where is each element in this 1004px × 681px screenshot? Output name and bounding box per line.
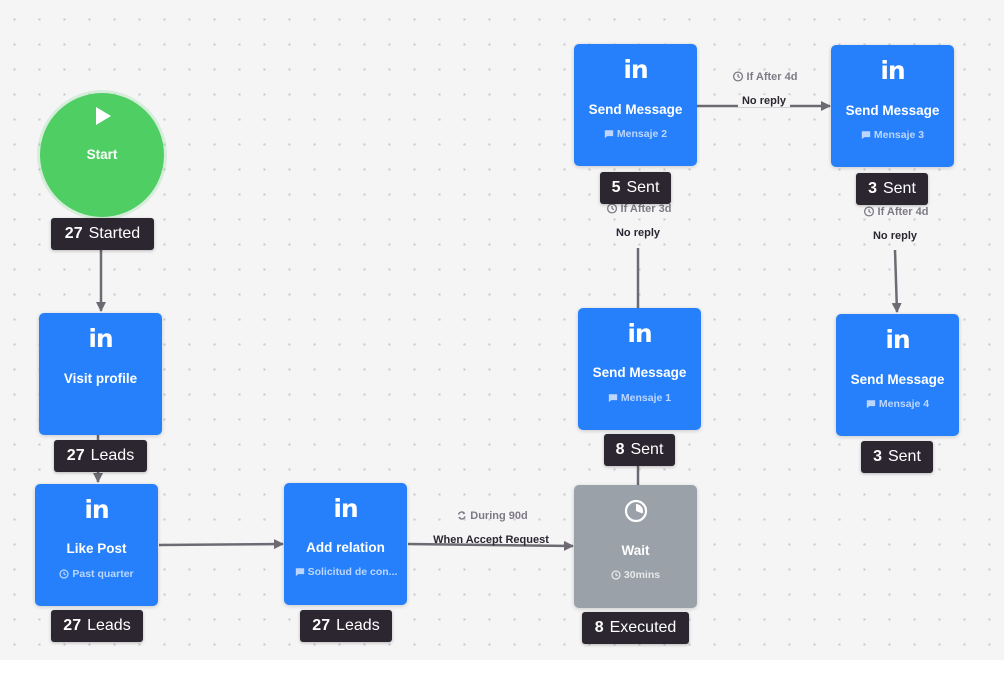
linkedin-icon: in	[885, 325, 910, 354]
node-subtitle: Mensaje 2	[580, 127, 691, 141]
node-title: Send Message	[588, 102, 683, 117]
message-icon	[608, 394, 618, 403]
linkedin-icon: in	[623, 55, 648, 84]
clock-icon	[59, 569, 69, 579]
node-title: Send Message	[845, 103, 940, 118]
edge-msg3-to-msg4-label: No reply	[872, 230, 918, 242]
node-send-message-2[interactable]: in Send Message Mensaje 2	[574, 44, 697, 166]
linkedin-icon: in	[88, 324, 113, 353]
linkedin-icon: in	[333, 494, 358, 523]
edge-msg3-to-msg4-condition: If After 4d	[863, 206, 928, 218]
workflow-canvas[interactable]: During 90d When Accept Request If After …	[0, 0, 1004, 660]
message-icon	[861, 131, 871, 140]
node-subtitle: Mensaje 4	[842, 397, 953, 411]
clock-icon	[863, 206, 875, 217]
node-send-message-3[interactable]: in Send Message Mensaje 3	[831, 45, 954, 167]
node-subtitle: Mensaje 3	[837, 128, 948, 142]
node-add-relation[interactable]: in Add relation Solicitud de con...	[284, 483, 407, 605]
clock-icon	[606, 203, 618, 214]
node-subtitle: Solicitud de con...	[289, 565, 403, 579]
node-visit-profile[interactable]: in Visit profile	[39, 313, 162, 435]
linkedin-icon: in	[84, 495, 109, 524]
timer-icon	[624, 499, 648, 523]
edge-msg2-to-msg3-label: No reply	[737, 95, 791, 107]
message-icon	[604, 130, 614, 139]
node-title: Send Message	[592, 365, 687, 380]
node-title: Add relation	[306, 540, 385, 555]
clock-icon	[732, 71, 744, 82]
node-send-message-1[interactable]: in Send Message Mensaje 1	[578, 308, 701, 430]
node-title: Like Post	[66, 541, 127, 556]
node-wait[interactable]: Wait 30mins	[574, 485, 697, 608]
start-node-label: Start	[86, 147, 118, 162]
node-subtitle: Past quarter	[41, 567, 152, 581]
linkedin-icon: in	[627, 319, 652, 348]
edge-msg1-to-msg2-condition: If After 3d	[606, 203, 671, 215]
node-subtitle: Mensaje 1	[584, 391, 695, 405]
node-title: Visit profile	[63, 371, 138, 386]
start-node[interactable]: Start	[40, 93, 164, 217]
message-icon	[866, 400, 876, 409]
repeat-icon	[457, 511, 466, 520]
edge-msg2-to-msg3-condition: If After 4d	[732, 71, 797, 83]
edge-msg1-to-msg2-label: No reply	[615, 227, 661, 239]
node-title: Wait	[621, 543, 650, 558]
edge-msg3-to-msg4	[891, 249, 902, 313]
node-send-message-4[interactable]: in Send Message Mensaje 4	[836, 314, 959, 436]
edge-add-to-wait	[407, 540, 574, 551]
edge-add-to-wait-condition: During 90d	[456, 510, 528, 522]
message-icon	[295, 568, 304, 577]
play-icon	[96, 107, 111, 125]
node-like-post[interactable]: in Like Post Past quarter	[35, 484, 158, 606]
node-subtitle: 30mins	[580, 568, 691, 582]
edge-add-to-wait-label: When Accept Request	[433, 534, 549, 546]
clock-icon	[611, 570, 621, 580]
linkedin-icon: in	[880, 56, 905, 85]
edge-like-to-add	[158, 539, 284, 550]
node-title: Send Message	[850, 372, 945, 387]
